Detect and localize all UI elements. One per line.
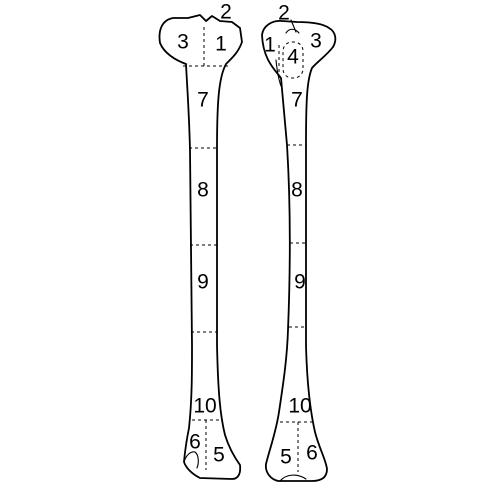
right-bone-intercondylar bbox=[286, 29, 299, 33]
right-label-8: 8 bbox=[291, 179, 303, 202]
left-label-3: 3 bbox=[177, 31, 189, 54]
right-label-9: 9 bbox=[294, 271, 306, 294]
right-label-10: 10 bbox=[288, 395, 311, 418]
right-label-6: 6 bbox=[306, 442, 318, 465]
left-label-10: 10 bbox=[193, 395, 216, 418]
left-label-8: 8 bbox=[197, 179, 209, 202]
left-label-6: 6 bbox=[189, 431, 201, 454]
right-label-2: 2 bbox=[278, 2, 290, 25]
right-label-4: 4 bbox=[287, 46, 299, 69]
left-label-2: 2 bbox=[220, 1, 232, 24]
right-label-5: 5 bbox=[280, 446, 292, 469]
right-bone: 2 1 3 4 7 8 9 10 5 6 bbox=[262, 2, 335, 481]
left-label-5: 5 bbox=[213, 444, 225, 467]
left-label-1: 1 bbox=[215, 33, 227, 56]
left-label-7: 7 bbox=[197, 89, 209, 112]
right-label-3: 3 bbox=[310, 30, 322, 53]
right-label-7: 7 bbox=[291, 89, 303, 112]
right-label-1: 1 bbox=[264, 34, 276, 57]
left-label-9: 9 bbox=[197, 271, 209, 294]
left-bone: 2 3 1 7 8 9 10 6 5 bbox=[160, 1, 242, 479]
